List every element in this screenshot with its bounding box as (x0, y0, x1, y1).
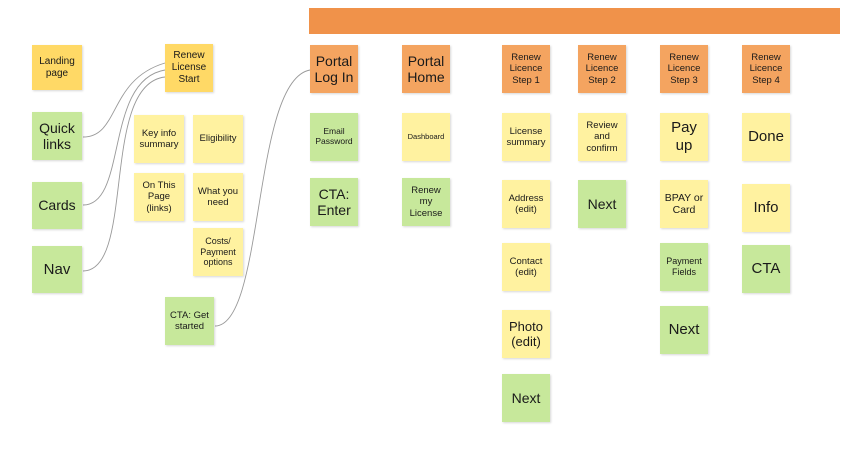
sticky-note-costs-payment[interactable]: Costs/ Payment options (193, 228, 243, 276)
sticky-note-email-password[interactable]: Email Password (310, 113, 358, 161)
sticky-note-step3-next[interactable]: Next (660, 306, 708, 354)
sticky-note-label: License summary (506, 125, 546, 148)
sticky-note-review-and-confirm[interactable]: Review and confirm (578, 113, 626, 161)
sticky-note-label: On This Page (links) (142, 180, 176, 214)
sticky-note-eligibility[interactable]: Eligibility (193, 115, 243, 163)
sticky-note-label: Contact (edit) (509, 255, 543, 278)
sticky-note-quick-links[interactable]: Quick links (32, 112, 82, 160)
sticky-note-label: CTA (751, 260, 781, 278)
sticky-note-photo-edit[interactable]: Photo (edit) (502, 310, 550, 358)
sticky-note-nav[interactable]: Nav (32, 246, 82, 293)
sticky-note-label: Renew my License (409, 185, 443, 219)
sticky-note-label: CTA: Enter (317, 185, 351, 218)
sticky-note-step1-next[interactable]: Next (502, 374, 550, 422)
sticky-note-label: Portal Log In (314, 52, 354, 85)
sticky-note-cta[interactable]: CTA (742, 245, 790, 293)
sticky-note-label: Next (511, 389, 541, 406)
sticky-note-label: Renew License Start (171, 50, 207, 85)
sticky-note-portal-home[interactable]: Portal Home (402, 45, 450, 93)
sticky-note-label: BPAY or Card (664, 191, 704, 216)
sticky-note-dashboard[interactable]: Dashboard (402, 113, 450, 161)
sticky-note-label: Costs/ Payment options (200, 236, 236, 268)
sticky-note-renew-step-3[interactable]: Renew Licence Step 3 (660, 45, 708, 93)
sticky-note-label: Landing page (39, 55, 75, 79)
sticky-note-renew-license-start[interactable]: Renew License Start (165, 44, 213, 92)
sticky-note-license-summary[interactable]: License summary (502, 113, 550, 161)
sticky-note-renew-step-2[interactable]: Renew Licence Step 2 (578, 45, 626, 93)
sticky-note-landing-page[interactable]: Landing page (32, 45, 82, 90)
sticky-note-renew-step-4[interactable]: Renew Licence Step 4 (742, 45, 790, 93)
sticky-note-label: Key info summary (139, 127, 179, 150)
sticky-note-cta-get-started[interactable]: CTA: Get started (165, 297, 214, 345)
sticky-note-label: Renew Licence Step 1 (509, 52, 543, 86)
sticky-note-label: Email Password (315, 126, 353, 146)
sticky-note-label: CTA: Get started (170, 309, 209, 332)
sticky-note-label: Info (753, 199, 779, 217)
sticky-note-label: Review and confirm (586, 120, 618, 154)
sticky-note-bpay-or-card[interactable]: BPAY or Card (660, 180, 708, 228)
sticky-note-label: What you need (197, 185, 239, 208)
sticky-note-cta-enter[interactable]: CTA: Enter (310, 178, 358, 226)
sticky-note-label: Renew Licence Step 3 (667, 52, 701, 86)
sticky-note-label: Eligibility (199, 133, 237, 145)
sticky-note-label: Nav (43, 260, 71, 278)
sticky-note-label: Renew Licence Step 2 (585, 52, 619, 86)
sticky-note-label: Renew Licence Step 4 (749, 52, 783, 86)
sticky-note-label: Cards (38, 197, 76, 214)
sticky-note-label: Next (587, 195, 617, 212)
sticky-note-label: Pay up (671, 119, 697, 154)
sticky-note-renew-step-1[interactable]: Renew Licence Step 1 (502, 45, 550, 93)
sticky-note-address-edit[interactable]: Address (edit) (502, 180, 550, 228)
sticky-note-payment-fields[interactable]: Payment Fields (660, 243, 708, 291)
sticky-note-key-info-summary[interactable]: Key info summary (134, 115, 184, 163)
sticky-note-cards[interactable]: Cards (32, 182, 82, 229)
sticky-note-pay-up[interactable]: Pay up (660, 113, 708, 161)
sticky-note-label: Quick links (39, 119, 75, 152)
sticky-note-contact-edit[interactable]: Contact (edit) (502, 243, 550, 291)
sticky-note-label: Dashboard (407, 131, 445, 141)
sticky-note-info[interactable]: Info (742, 184, 790, 232)
sticky-note-label: Payment Fields (666, 256, 702, 277)
sticky-note-label: Done (748, 128, 784, 146)
sticky-note-portal-log-in[interactable]: Portal Log In (310, 45, 358, 93)
sticky-note-label: Portal Home (407, 52, 445, 85)
sticky-note-done[interactable]: Done (742, 113, 790, 161)
sticky-note-step2-next[interactable]: Next (578, 180, 626, 228)
sticky-note-what-you-need[interactable]: What you need (193, 173, 243, 221)
sticky-note-on-this-page-links[interactable]: On This Page (links) (134, 173, 184, 221)
sticky-note-renew-my-license[interactable]: Renew my License (402, 178, 450, 226)
sticky-note-label: Next (668, 321, 700, 339)
orange-header-bar (309, 8, 840, 34)
sticky-note-label: Photo (edit) (509, 318, 543, 349)
sticky-note-label: Address (edit) (508, 192, 544, 215)
